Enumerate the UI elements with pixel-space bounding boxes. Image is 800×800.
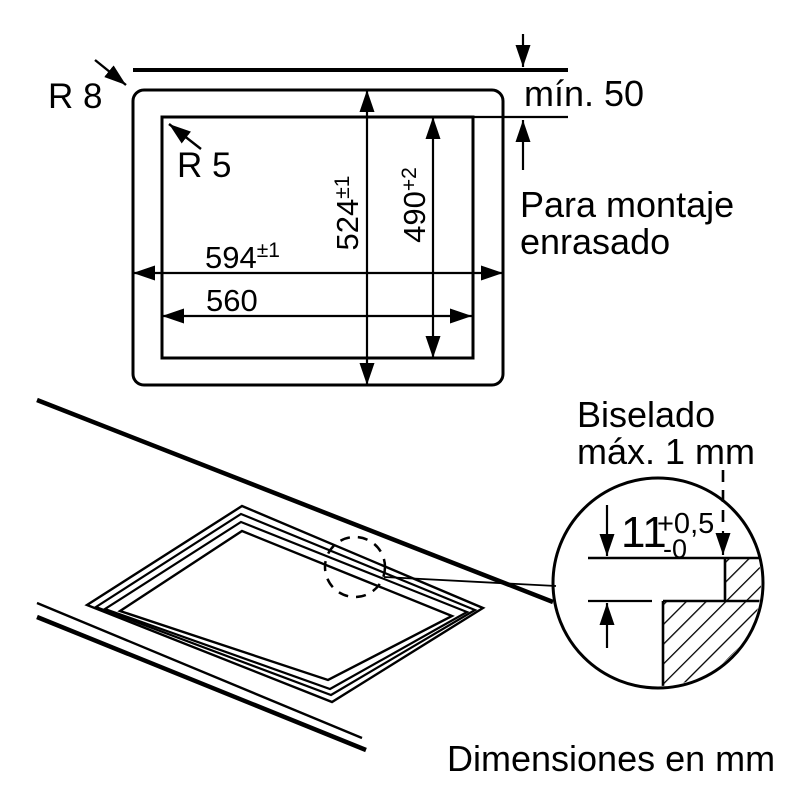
isometric-view [36, 397, 557, 753]
detail-view: 11+0,5-0 Biselado máx. 1 mm [551, 394, 765, 690]
dimension-inner-width: 560 [162, 283, 472, 324]
dimension-inner-width-label: 560 [206, 283, 258, 318]
detail-leader-line [383, 576, 557, 587]
inner-cutout-rectangle [160, 115, 475, 360]
recess-depth-label: 11+0,5-0 [621, 508, 714, 564]
radius-inner-callout: R 5 [168, 123, 231, 185]
radius-outer-callout: R 8 [48, 59, 127, 116]
hatched-lower-block [663, 601, 761, 686]
dimension-min-clearance: mín. 50 [473, 34, 644, 170]
radius-outer-label: R 8 [48, 77, 102, 116]
top-view: R 8 R 5 594±1 560 524±1 490+2 [48, 34, 734, 387]
countertop-front-edge-top [36, 601, 363, 740]
mounting-note-line1: Para montaje [520, 184, 734, 225]
cutout-step-outline-3 [102, 520, 470, 691]
cutout-opening [84, 504, 486, 704]
min-clearance-label: mín. 50 [524, 73, 644, 114]
dimension-outer-width: 594±1 [133, 239, 503, 281]
dimension-inner-height: 490+2 [397, 117, 441, 358]
bevel-note-line1: Biselado [577, 394, 715, 435]
dimension-outer-width-label: 594±1 [205, 239, 280, 275]
detail-marker-circle [323, 535, 387, 599]
bevel-note-line2: máx. 1 mm [577, 431, 755, 472]
mounting-note: Para montaje enrasado [520, 184, 734, 262]
units-note: Dimensiones en mm [447, 738, 775, 779]
dimension-inner-height-label: 490+2 [397, 167, 432, 243]
radius-inner-label: R 5 [177, 146, 231, 185]
bevel-callout: Biselado máx. 1 mm [577, 394, 755, 555]
radius-outer-arrow [94, 59, 127, 86]
detail-circle [551, 476, 765, 690]
hatched-upper-block [725, 558, 761, 601]
dimension-recess-depth: 11+0,5-0 [599, 505, 714, 648]
dimension-outer-height: 524±1 [330, 90, 375, 385]
outer-cutout-rectangle [131, 88, 505, 387]
countertop-back-edge [36, 397, 554, 605]
mounting-note-line2: enrasado [520, 221, 670, 262]
cutout-step-outline-2 [93, 512, 478, 697]
radius-inner-arrow [168, 123, 202, 150]
cutout-step-outline-4 [117, 529, 455, 682]
countertop-front-edge-bottom [36, 614, 367, 753]
dimension-outer-height-label: 524±1 [330, 176, 365, 251]
cutout-step-outline-1 [84, 504, 486, 704]
